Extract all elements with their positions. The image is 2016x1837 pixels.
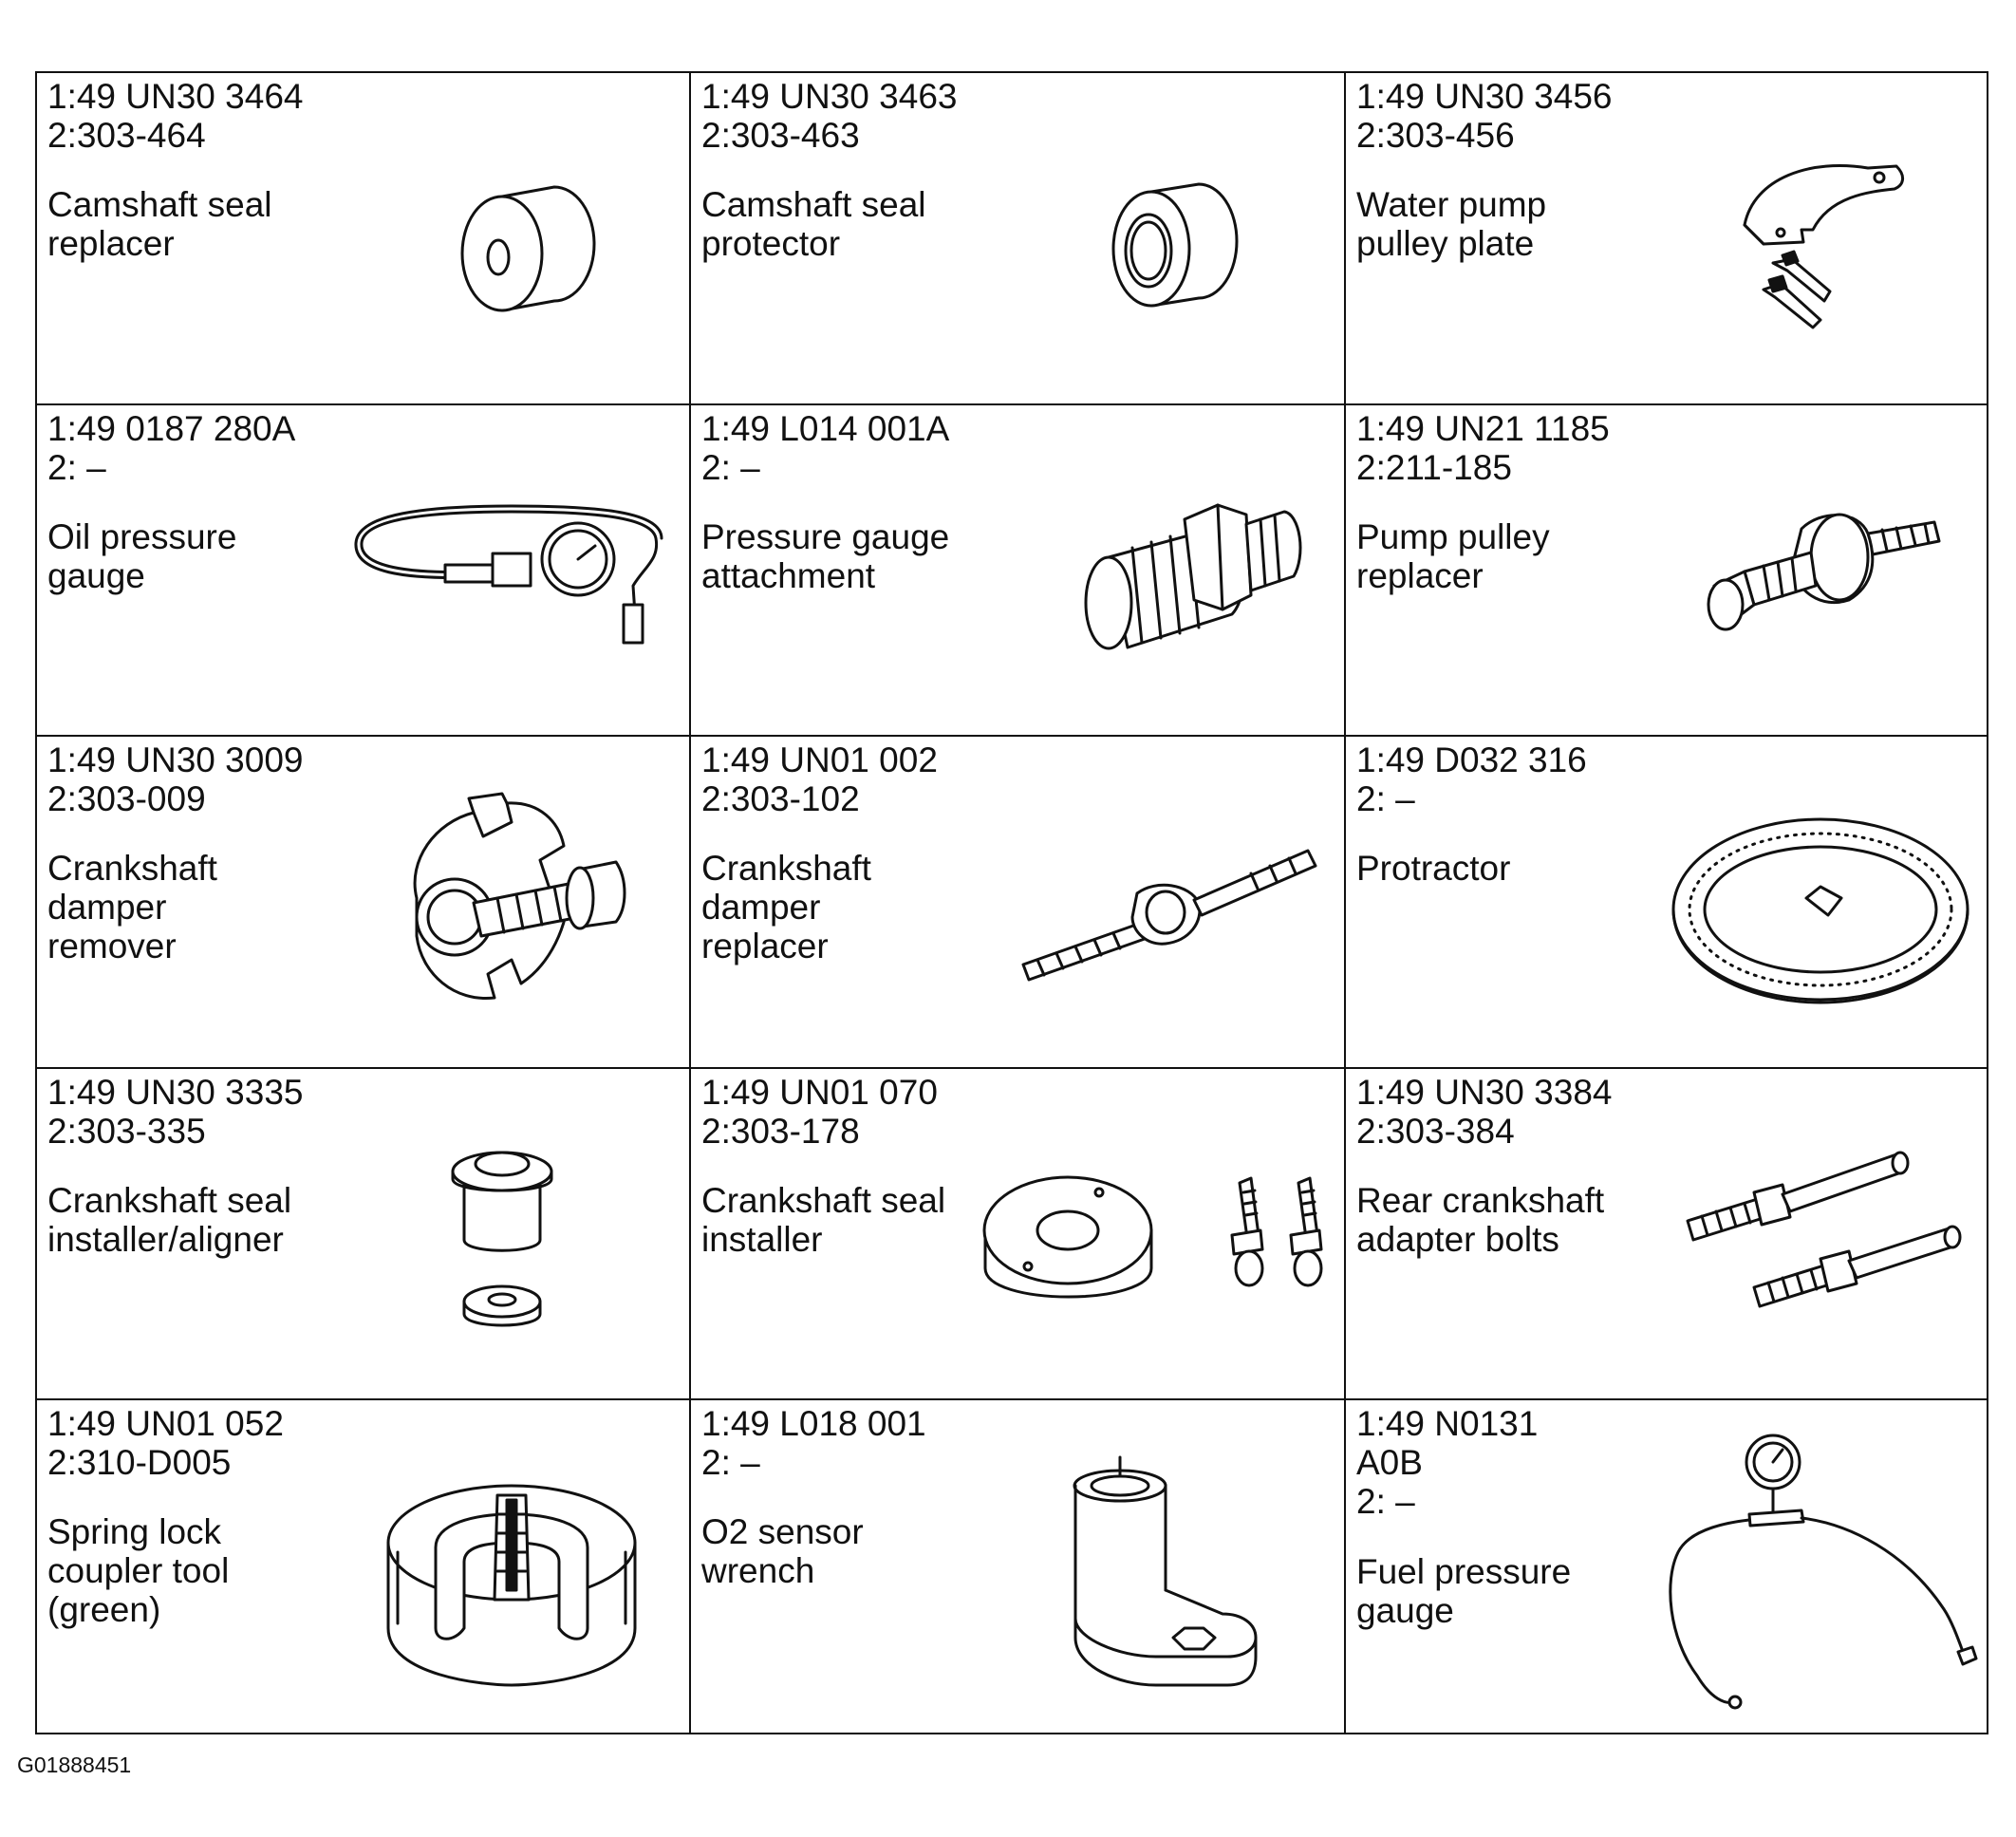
tool-cell: 1:49 0187 280A 2: – Oil pressure gauge [37,404,691,738]
tool-name: Rear crankshaft adapter bolts [1356,1180,1605,1259]
tool-part-number: 1:49 L018 001 2: – [701,1404,926,1483]
tool-name: Camshaft seal protector [701,185,926,263]
tool-cell: 1:49 UN01 052 2:310-D005 Spring lock cou… [37,1400,691,1733]
tool-part-number: 1:49 UN30 3384 2:303-384 [1356,1072,1613,1151]
special-tools-table: 1:49 UN30 3464 2:303-464 Camshaft seal r… [35,71,1988,1734]
coupler-tool-icon [369,1457,654,1687]
tool-name: Pressure gauge attachment [701,516,950,595]
tool-cell: 1:49 UN30 3335 2:303-335 Crankshaft seal… [37,1068,691,1401]
fuel-pressure-gauge-icon [1659,1419,1982,1723]
seal-replacer-icon [436,159,625,329]
tool-name: Spring lock coupler tool (green) [47,1512,230,1630]
tool-name: Pump pulley replacer [1356,516,1550,595]
tool-cell: 1:49 D032 316 2: – Protractor [1346,737,1987,1069]
tool-cell: 1:49 UN30 3456 2:303-456 Water pump pull… [1346,73,1987,405]
seal-installer-icon [976,1154,1336,1344]
o2-wrench-icon [1061,1448,1270,1695]
tool-part-number: 1:49 UN30 3456 2:303-456 [1356,77,1613,155]
tool-cell: 1:49 UN01 070 2:303-178 Crankshaft seal … [691,1068,1346,1401]
protractor-icon [1669,803,1972,1004]
adapter-bolts-icon [1678,1145,1963,1316]
seal-protector-icon [1090,163,1270,325]
tool-name: Crankshaft damper remover [47,849,217,966]
tool-part-number: 1:49 0187 280A 2: – [47,408,296,487]
tool-name: Crankshaft damper replacer [701,849,871,966]
tool-name: Fuel pressure gauge [1356,1552,1572,1631]
tool-part-number: 1:49 UN30 3464 2:303-464 [47,77,304,155]
tool-name: O2 sensor wrench [701,1512,864,1591]
tool-name: Protractor [1356,849,1511,889]
figure-id: G01888451 [17,1753,132,1777]
tool-part-number: 1:49 UN21 1185 2:211-185 [1356,408,1610,487]
tool-cell: 1:49 UN01 002 2:303-102 Crankshaft dampe… [691,737,1346,1069]
seal-installer-aligner-icon [445,1135,569,1344]
tool-cell: 1:49 N0131 A0B 2: – Fuel pressure gauge [1346,1400,1987,1733]
damper-replacer-icon [1014,832,1327,984]
damper-remover-icon [379,792,663,1012]
gauge-attachment-icon [1052,481,1317,662]
tool-part-number: 1:49 UN01 052 2:310-D005 [47,1404,284,1483]
oil-pressure-gauge-icon [350,500,663,652]
tool-name: Water pump pulley plate [1356,185,1547,263]
tool-part-number: 1:49 UN30 3009 2:303-009 [47,740,304,819]
tool-name: Oil pressure gauge [47,516,237,595]
tool-cell: 1:49 UN30 3384 2:303-384 Rear crankshaft… [1346,1069,1987,1401]
tool-cell: 1:49 L014 001A 2: – Pressure gauge attac… [691,404,1346,738]
tool-name: Camshaft seal replacer [47,185,272,263]
tool-cell: 1:49 UN30 3463 2:303-463 Camshaft seal p… [691,73,1346,405]
tool-cell: 1:49 UN30 3464 2:303-464 Camshaft seal r… [37,73,691,405]
tool-part-number: 1:49 D032 316 2: – [1356,740,1587,819]
tool-cell: 1:49 UN30 3009 2:303-009 Crankshaft damp… [37,737,691,1069]
tool-part-number: 1:49 L014 001A 2: – [701,408,950,487]
pulley-replacer-icon [1697,496,1953,638]
tool-part-number: 1:49 UN30 3463 2:303-463 [701,77,958,155]
tool-cell: 1:49 L018 001 2: – O2 sensor wrench [691,1400,1346,1733]
pulley-plate-icon [1726,149,1934,339]
tool-part-number: 1:49 N0131 A0B 2: – [1356,1404,1539,1522]
tool-part-number: 1:49 UN01 070 2:303-178 [701,1072,938,1151]
tool-name: Crankshaft seal installer/aligner [47,1180,292,1259]
tool-part-number: 1:49 UN30 3335 2:303-335 [47,1072,304,1151]
tool-name: Crankshaft seal installer [701,1180,946,1259]
tool-cell: 1:49 UN21 1185 2:211-185 Pump pulley rep… [1346,405,1987,738]
tool-part-number: 1:49 UN01 002 2:303-102 [701,740,938,819]
